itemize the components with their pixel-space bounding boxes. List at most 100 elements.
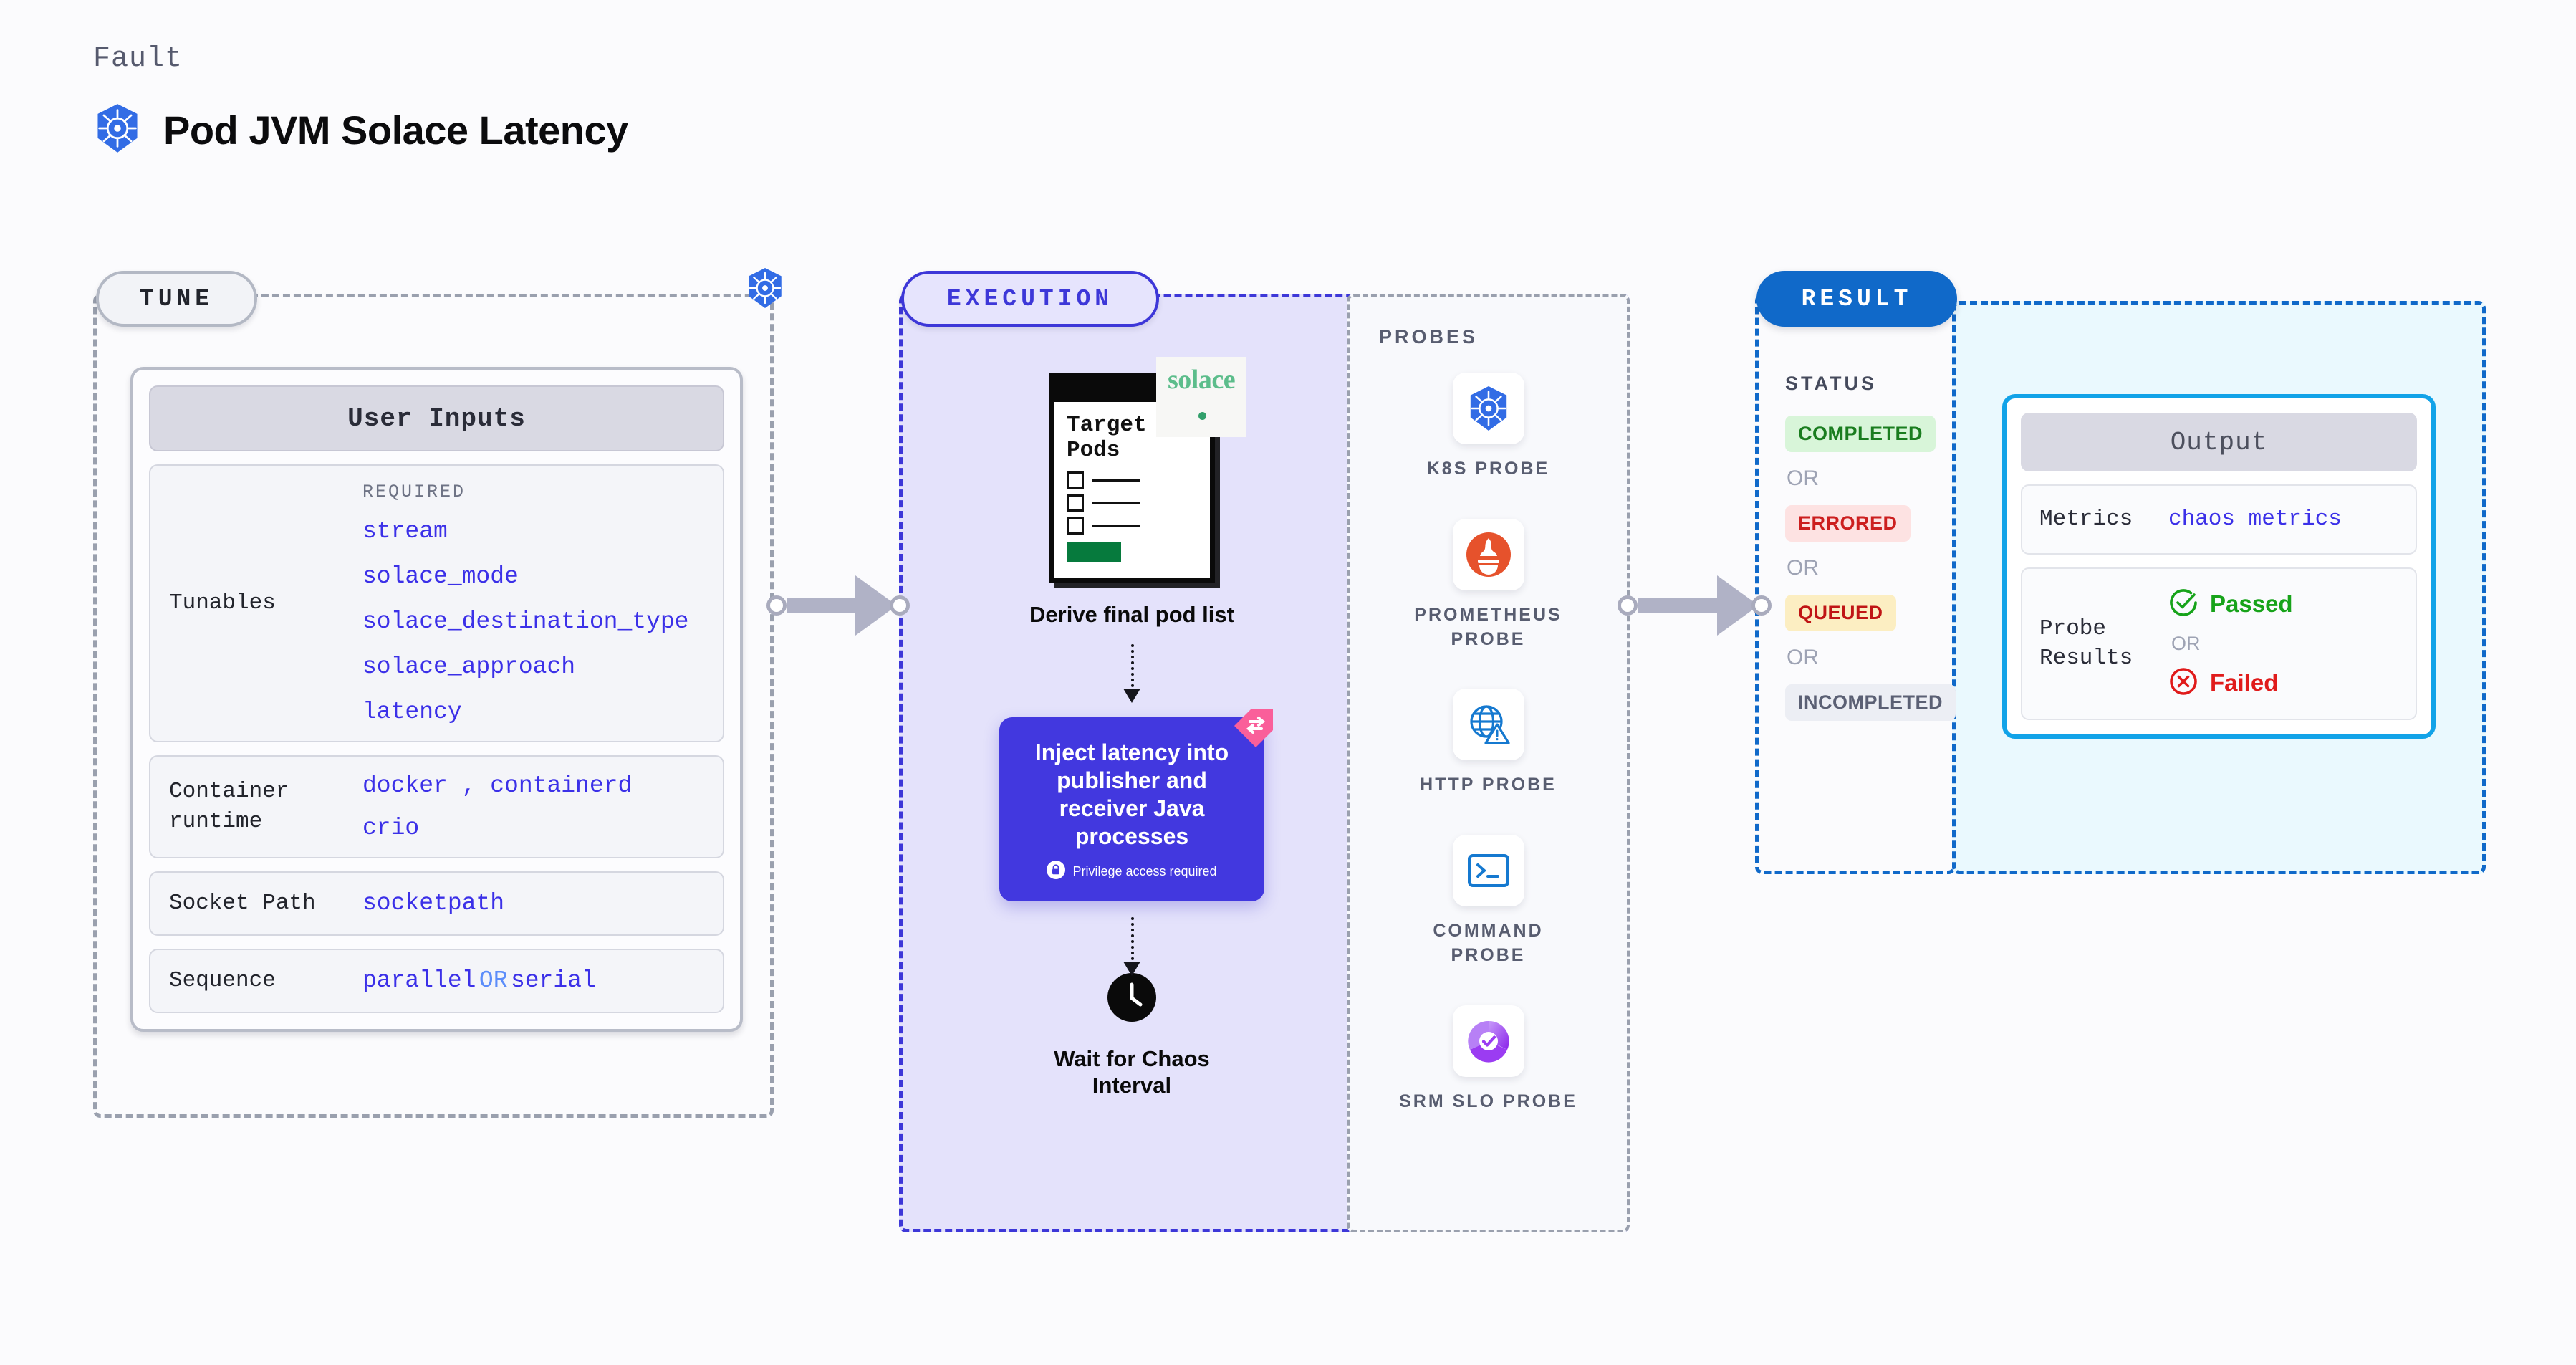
probe-item-http[interactable]: HTTP PROBE [1395, 689, 1582, 798]
tunable-solace-mode[interactable]: solace_mode [362, 563, 519, 590]
connector-start-dot [766, 595, 787, 616]
connector-end-dot [1751, 595, 1772, 616]
sequence-label: Sequence [169, 967, 276, 993]
failed-text: Failed [2210, 669, 2279, 696]
page-header: Fault Pod JVM Solace Latency [93, 43, 628, 158]
solace-logo-text: solace [1168, 365, 1236, 426]
checkbox-icon [1067, 494, 1084, 512]
tunable-stream[interactable]: stream [362, 518, 448, 545]
tunable-solace-approach[interactable]: solace_approach [362, 653, 576, 680]
status-or-2: OR [1787, 556, 1819, 580]
x-circle-icon [2168, 666, 2198, 700]
target-pods-card: Target Pods [1049, 373, 1215, 583]
wait-caption-line1: Wait for Chaos [1054, 1045, 1210, 1071]
checkbox-icon [1067, 517, 1084, 535]
tunables-label: Tunables [169, 590, 276, 616]
status-badge-errored: ERRORED [1785, 505, 1911, 542]
kubernetes-badge-icon [745, 267, 785, 313]
arrow-line [1130, 643, 1134, 699]
pod-list-item [1067, 494, 1197, 512]
terminal-icon [1452, 835, 1524, 906]
lock-icon [1047, 860, 1066, 883]
probe-label: PROMETHEUS PROBE [1414, 604, 1562, 649]
container-runtime-label: Container runtime [169, 779, 289, 834]
inject-latency-card: Inject latency into publisher and receiv… [999, 708, 1273, 901]
privilege-note-text: Privilege access required [1072, 863, 1217, 878]
prometheus-icon [1452, 518, 1524, 590]
container-runtime-row: Container runtime docker , containerd cr… [149, 755, 724, 858]
probe-item-k8s[interactable]: K8S PROBE [1395, 373, 1582, 482]
metrics-row: Metrics chaos metrics [2021, 484, 2417, 555]
placeholder-line [1092, 502, 1140, 504]
swap-ribbon-icon [1231, 706, 1276, 750]
status-badge-queued: QUEUED [1785, 595, 1896, 631]
arrow-head [1123, 961, 1140, 976]
probe-label: HTTP PROBE [1420, 775, 1557, 795]
probe-result-passed: Passed [2168, 588, 2293, 621]
stage-pill-execution[interactable]: EXECUTION [901, 271, 1159, 327]
probe-item-command[interactable]: COMMAND PROBE [1395, 835, 1582, 968]
wait-for-chaos-caption: Wait for Chaos Interval [931, 1045, 1332, 1098]
privilege-note-row: Privilege access required [1018, 860, 1246, 883]
user-inputs-card: User Inputs Tunables REQUIRED stream sol… [130, 367, 743, 1032]
placeholder-line [1092, 525, 1140, 527]
connector-line [1638, 598, 1717, 613]
probe-label: K8S PROBE [1426, 459, 1550, 479]
socket-path-values: socketpath [362, 890, 704, 916]
kubernetes-icon [93, 102, 142, 158]
target-pods-title-line2: Pods [1067, 437, 1120, 463]
probes-title: PROBES [1379, 326, 1479, 348]
probe-label: COMMAND PROBE [1433, 921, 1544, 965]
probe-item-prometheus[interactable]: PROMETHEUS PROBE [1395, 518, 1582, 652]
probe-results-row: Probe Results Passed OR [2021, 567, 2417, 720]
passed-text: Passed [2210, 590, 2293, 618]
arrow-head [1123, 688, 1140, 703]
srm-slo-icon [1452, 1005, 1524, 1077]
flow-arrow-2 [1123, 916, 1140, 976]
pod-list-item [1067, 517, 1197, 535]
solace-logo: solace [1156, 357, 1247, 437]
status-list: COMPLETED OR ERRORED OR QUEUED OR INCOMP… [1785, 416, 1956, 721]
stage-pill-result[interactable]: RESULT [1756, 271, 1957, 327]
socket-path-value: socketpath [362, 890, 505, 917]
stage-pill-tune[interactable]: TUNE [96, 271, 257, 327]
status-badge-incompleted: INCOMPLETED [1785, 684, 1956, 721]
container-runtime-values: docker , containerd crio [362, 772, 704, 841]
target-pods-title: Target Pods [1067, 413, 1197, 463]
connector-start-dot [1618, 595, 1638, 616]
arrow-line [1130, 916, 1134, 972]
title-row: Pod JVM Solace Latency [93, 102, 628, 158]
status-badge-completed: COMPLETED [1785, 416, 1936, 452]
tunables-row: Tunables REQUIRED stream solace_mode sol… [149, 464, 724, 742]
probe-results-values: Passed OR Failed [2168, 588, 2293, 700]
metrics-label: Metrics [2039, 507, 2133, 532]
probes-list: K8S PROBE PROMETHEUS PROBE [1347, 373, 1630, 1113]
placeholder-line [1092, 479, 1140, 482]
tunable-solace-destination-type[interactable]: solace_destination_type [362, 608, 689, 635]
sequence-values: parallel OR serial [362, 967, 704, 994]
kubernetes-icon [1452, 373, 1524, 444]
output-title: Output [2021, 413, 2417, 471]
probe-result-failed: Failed [2168, 666, 2293, 700]
probe-item-srm-slo[interactable]: SRM SLO PROBE [1395, 1005, 1582, 1114]
inject-latency-title: Inject latency into publisher and receiv… [1034, 739, 1229, 849]
flow-arrow-1 [1123, 643, 1140, 703]
connector-end-dot [890, 595, 910, 616]
user-inputs-title: User Inputs [149, 385, 724, 451]
green-bar-indicator [1067, 542, 1121, 562]
tunable-latency[interactable]: latency [362, 699, 462, 725]
pod-list-item [1067, 471, 1197, 489]
derive-pod-list-caption: Derive final pod list [1029, 602, 1234, 628]
tune-stage-frame [93, 294, 774, 1118]
status-or-1: OR [1787, 466, 1819, 490]
page-title: Pod JVM Solace Latency [163, 107, 628, 153]
sequence-row: Sequence parallel OR serial [149, 948, 724, 1013]
checkbox-icon [1067, 471, 1084, 489]
sequence-value-serial: serial [510, 967, 596, 995]
probe-results-label: Probe Results [2039, 616, 2133, 671]
connector-tune-to-execution [766, 573, 910, 638]
socket-path-label: Socket Path [169, 891, 316, 916]
target-pods-title-line1: Target [1067, 413, 1147, 438]
probe-label: SRM SLO PROBE [1399, 1091, 1577, 1111]
status-or-3: OR [1787, 646, 1819, 669]
